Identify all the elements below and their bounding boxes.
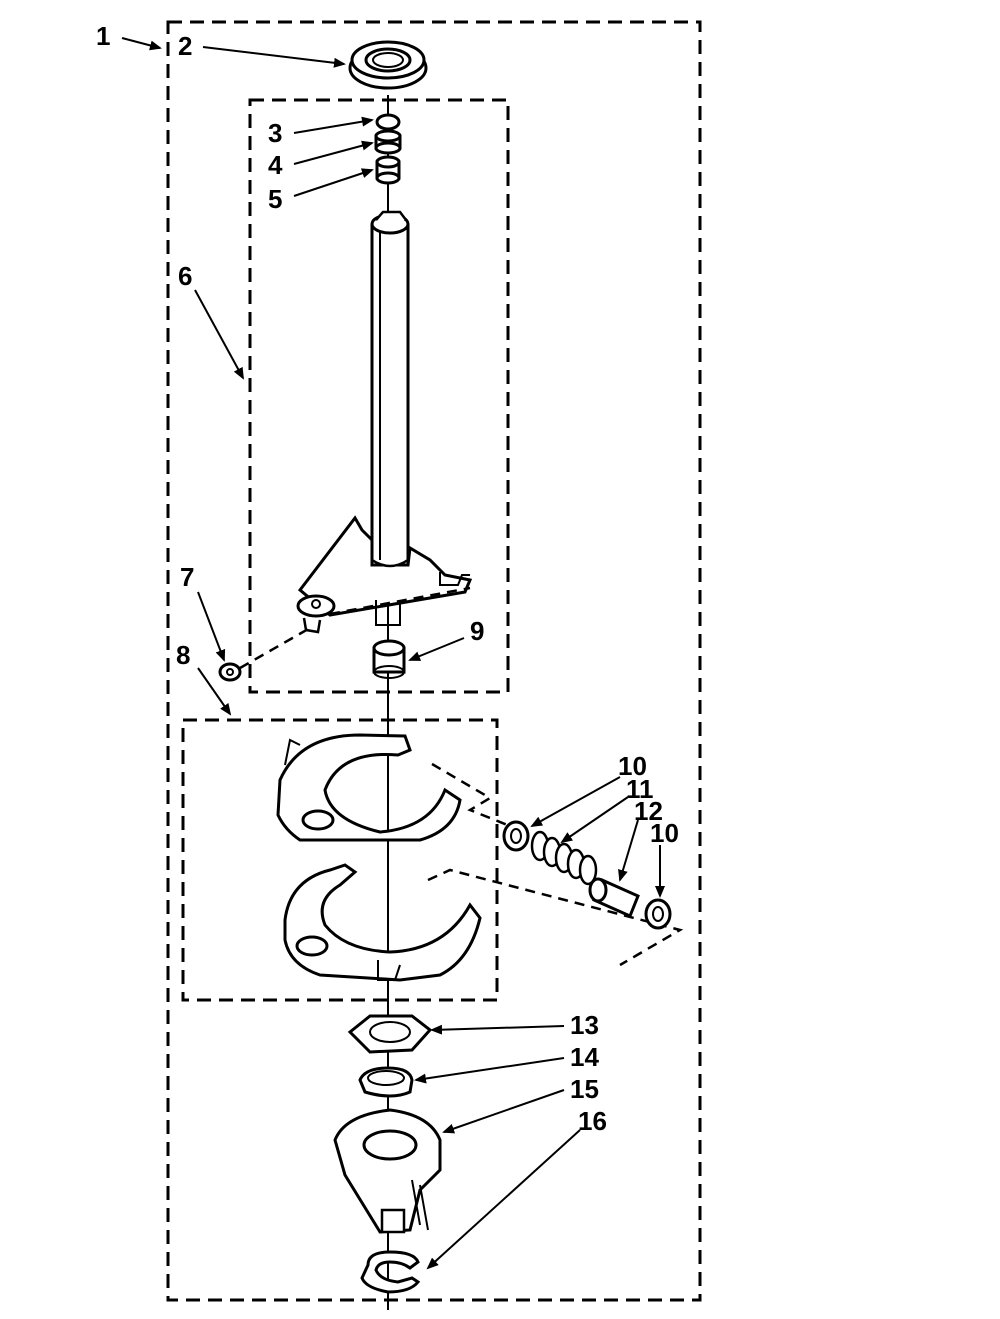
bushing-part-5 <box>375 155 401 185</box>
callout-15: 15 <box>570 1074 599 1104</box>
callout-13: 13 <box>570 1010 599 1040</box>
spring-part-11 <box>530 830 598 886</box>
callout-2: 2 <box>178 31 192 61</box>
callout-10b: 10 <box>650 818 679 848</box>
leader-lines <box>121 37 665 1270</box>
callout-12: 12 <box>634 796 663 826</box>
shaft-part <box>296 210 473 634</box>
callout-8: 8 <box>176 640 190 670</box>
callout-9: 9 <box>470 616 484 646</box>
callout-10a: 10 <box>618 751 647 781</box>
spring-guide-lower <box>427 868 684 967</box>
callout-4: 4 <box>268 150 283 180</box>
shaft-subassembly-outline <box>248 98 510 694</box>
assembly-outline <box>166 20 702 1302</box>
retainer-part-10b <box>644 898 672 930</box>
callout-6: 6 <box>178 261 192 291</box>
callout-5: 5 <box>268 184 282 214</box>
ring-part-14 <box>358 1066 414 1098</box>
callout-11: 11 <box>626 774 654 804</box>
washer-part-4 <box>374 129 402 155</box>
brake-shoe-lower <box>283 863 482 982</box>
snap-ring-part-16 <box>360 1250 421 1294</box>
brake-subassembly-outline <box>181 718 499 1002</box>
callout-7: 7 <box>180 562 194 592</box>
callout-14: 14 <box>570 1042 599 1072</box>
bearing-part <box>348 40 428 90</box>
bushing-part-9 <box>372 639 406 679</box>
retainer-part-10a <box>502 820 530 852</box>
callout-16: 16 <box>578 1106 607 1136</box>
washer-part-3 <box>375 113 401 131</box>
cam-part-13 <box>347 1014 433 1054</box>
callout-1: 1 <box>96 21 110 51</box>
nut-part <box>218 626 311 682</box>
pin-part-12 <box>588 877 640 919</box>
housing-part-15 <box>333 1108 442 1234</box>
brake-shoe-upper <box>276 733 462 842</box>
callout-3: 3 <box>268 118 282 148</box>
